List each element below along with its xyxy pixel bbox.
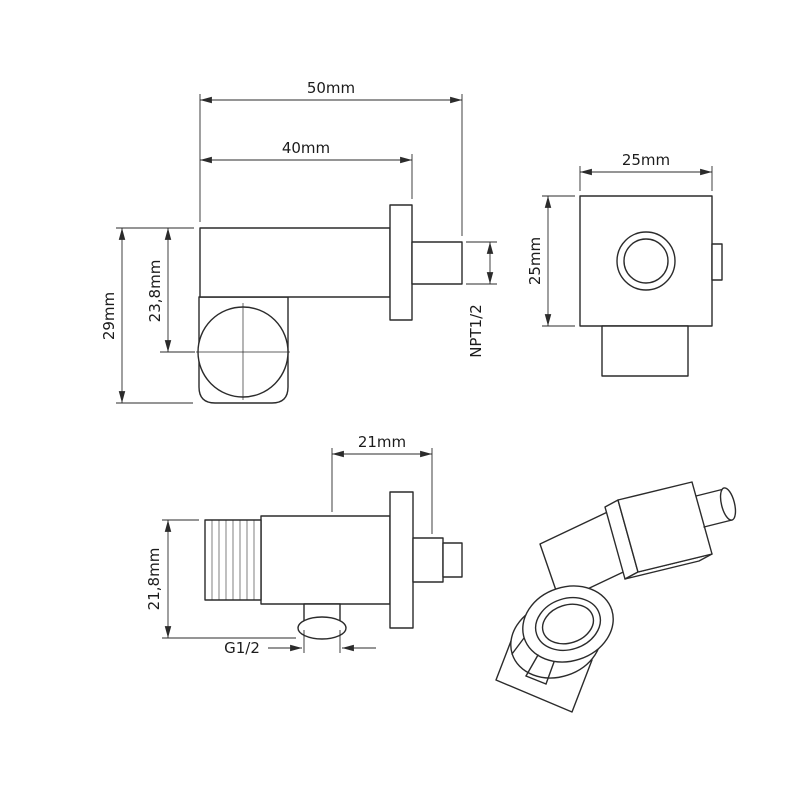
inlet-outlet-collar (297, 616, 347, 640)
dim-total-length: 50mm (199, 79, 463, 236)
outlet-spout (411, 241, 463, 285)
dim-total-height: 29mm (100, 227, 194, 404)
dim-center-height-label: 23,8mm (146, 260, 164, 323)
dim-top-height-label: 21,8mm (145, 548, 163, 611)
dim-front-height-label: 25mm (526, 237, 544, 285)
body-top (260, 515, 391, 605)
dim-center-height: 23,8mm (146, 228, 195, 353)
dim-total-length-label: 50mm (307, 79, 355, 97)
iso-holder-cup (510, 585, 614, 685)
dim-top-height: 21,8mm (145, 519, 296, 639)
iso-spout (695, 487, 737, 528)
holder-front-block (601, 325, 689, 377)
front-view: 25mm 25mm (526, 151, 723, 377)
isometric-view (495, 481, 737, 713)
dim-body-length-label: 40mm (282, 139, 330, 157)
dim-spout-length-label: 21mm (358, 433, 406, 451)
dim-front-height: 25mm (526, 195, 575, 327)
wall-flange-edge (389, 491, 414, 629)
top-view: 21mm 21,8mm G1/2 (145, 433, 463, 657)
wall-flange (389, 204, 413, 321)
side-view: 50mm 40mm 29mm 23,8mm NPT1/2 (100, 79, 497, 404)
dim-spout-length: 21mm (331, 433, 433, 534)
dim-outlet-thread-label: NPT1/2 (467, 304, 485, 358)
dim-total-height-label: 29mm (100, 292, 118, 340)
dim-body-length: 40mm (200, 139, 413, 199)
side-tab (711, 243, 723, 281)
knurl-hatching (211, 520, 255, 600)
iso-flange-front-face (617, 481, 713, 573)
body-cylinder (199, 227, 391, 298)
spout-base (412, 537, 444, 583)
spout-tip (442, 542, 463, 578)
dim-inlet-thread: G1/2 (224, 630, 376, 657)
dim-inlet-thread-label: G1/2 (224, 639, 260, 657)
outlet-inner-circle (623, 238, 669, 284)
dim-outlet-thread: NPT1/2 (466, 241, 497, 358)
dim-front-width: 25mm (579, 151, 713, 191)
dim-front-width-label: 25mm (622, 151, 670, 169)
